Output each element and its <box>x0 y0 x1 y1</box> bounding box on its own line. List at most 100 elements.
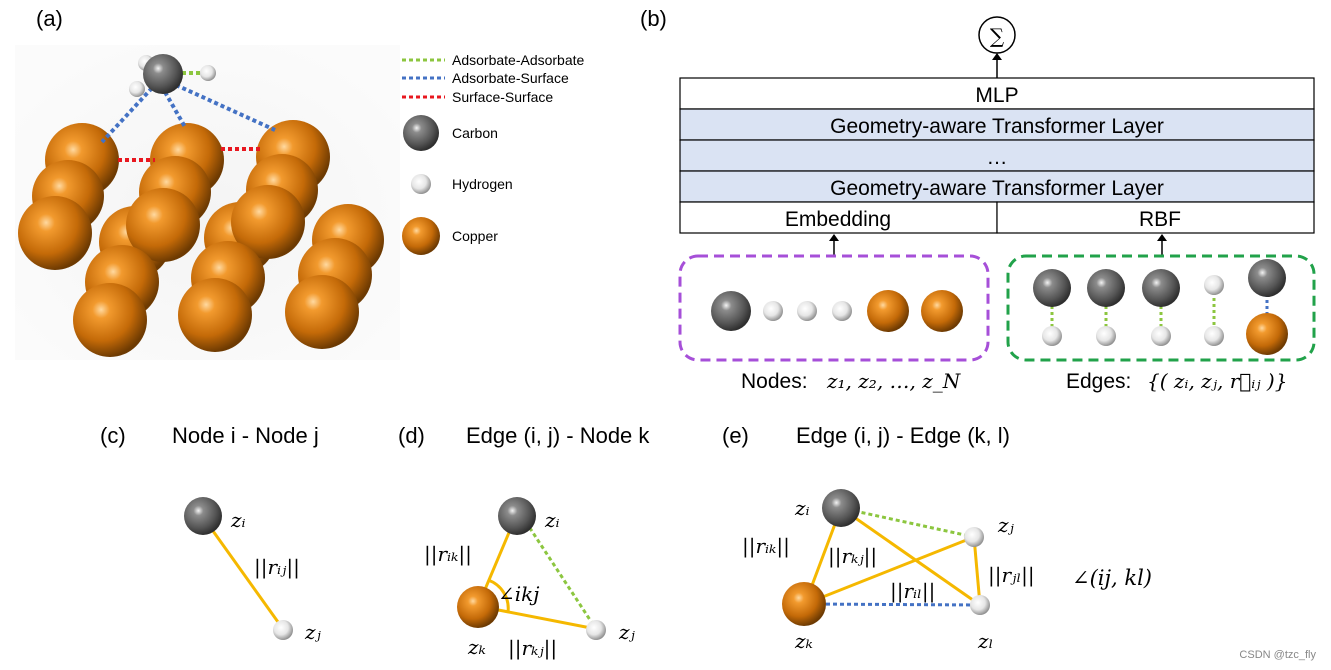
sum-symbol: ∑ <box>990 24 1005 48</box>
embedding-label: Embedding <box>785 208 891 231</box>
copper-atom <box>18 196 92 270</box>
adsorbate-surface-bond <box>100 86 154 144</box>
adsorbate <box>129 54 216 97</box>
label-rik: ||rᵢₖ|| <box>742 534 790 559</box>
bond-ij <box>201 516 285 630</box>
architecture: ∑ MLP Geometry-aware Transformer Layer …… <box>678 16 1316 393</box>
label-zi: zᵢ <box>230 508 246 532</box>
rbf-label: RBF <box>1139 208 1181 231</box>
edge-pair <box>1246 259 1288 355</box>
ellipsis-label: … <box>987 146 1008 169</box>
bond-ij-dotted <box>520 515 598 630</box>
slab-bonds <box>100 71 276 162</box>
copper-atom <box>231 185 305 259</box>
label-zj: zⱼ <box>997 513 1015 537</box>
label-rkj: ||rₖⱼ|| <box>508 636 557 661</box>
transformer-layer-bottom <box>679 170 1315 203</box>
label-zj: zⱼ <box>618 620 636 644</box>
edge-carbon <box>1142 269 1180 307</box>
panel-a-label: (a) <box>36 6 63 31</box>
nodes-label: Nodes: <box>741 370 808 393</box>
legend-copper-icon <box>402 217 440 255</box>
hydrogen-atom <box>200 65 216 81</box>
panel-d-title: Edge (i, j) - Node k <box>466 423 650 448</box>
edge-carbon <box>1248 259 1286 297</box>
hydrogen-atom <box>129 81 145 97</box>
mlp-label: MLP <box>975 84 1018 107</box>
carbon-atom <box>143 54 183 94</box>
edges-formula: {( zᵢ, zⱼ, r⃗ᵢⱼ )} <box>1147 369 1287 393</box>
label-angle-ijkl: ∠(ij, kl) <box>1072 566 1152 590</box>
mlp-layer <box>679 77 1315 110</box>
atom-j <box>586 620 606 640</box>
atom-l <box>970 595 990 615</box>
atom-j <box>964 527 984 547</box>
legend-hydrogen-icon <box>411 174 431 194</box>
arrow-head-rbf <box>1157 234 1167 241</box>
legend-label-adsorbate-adsorbate: Adsorbate-Adsorbate <box>452 52 585 68</box>
nodes-formula: z₁, z₂, …, z_N <box>826 369 962 393</box>
atom-i <box>184 497 222 535</box>
label-zi: zᵢ <box>544 508 560 532</box>
legend-label-surface-surface: Surface-Surface <box>452 89 553 105</box>
atom-i <box>498 497 536 535</box>
panel-e-title: Edge (i, j) - Edge (k, l) <box>796 423 1010 448</box>
label-zk: zₖ <box>794 629 813 653</box>
legend-label-adsorbate-surface: Adsorbate-Surface <box>452 70 569 86</box>
edge-pair <box>1204 275 1224 346</box>
arrow-head-embedding <box>829 234 839 241</box>
legend-carbon-icon <box>403 115 439 151</box>
edges-box <box>1006 254 1316 362</box>
edge-pair <box>1142 269 1180 346</box>
arrow-head-sum <box>992 53 1002 60</box>
edge-hydrogen <box>1204 275 1224 295</box>
panel-d-diagram: zᵢ zₖ zⱼ ||rᵢₖ|| ||rₖⱼ|| ∠ikj <box>424 497 636 661</box>
label-rik: ||rᵢₖ|| <box>424 542 472 567</box>
label-zk: zₖ <box>467 635 486 659</box>
label-rkj: ||rₖⱼ|| <box>828 544 877 569</box>
bond-il <box>840 506 981 607</box>
edges-label: Edges: <box>1066 370 1131 393</box>
nodes-box <box>678 254 990 362</box>
copper-atom <box>73 283 147 357</box>
copper-atom <box>285 275 359 349</box>
panel-b-label: (b) <box>640 6 667 31</box>
ellipsis-layer <box>679 139 1315 172</box>
node-hydrogen <box>763 301 783 321</box>
rbf-block <box>996 201 1315 234</box>
edge-carbon <box>1033 269 1071 307</box>
label-zi: zᵢ <box>794 496 810 520</box>
node-copper <box>867 290 909 332</box>
panel-c-diagram: zᵢ zⱼ ||rᵢⱼ|| <box>184 497 322 644</box>
legend-label-hydrogen: Hydrogen <box>452 176 513 192</box>
node-hydrogen <box>797 301 817 321</box>
panel-e-label: (e) <box>722 423 749 448</box>
edge-hydrogen <box>1096 326 1116 346</box>
edge-carbon <box>1087 269 1125 307</box>
atom-j <box>273 620 293 640</box>
legend: Adsorbate-Adsorbate Adsorbate-Surface Su… <box>402 52 585 255</box>
atom-k <box>457 586 499 628</box>
label-ril: ||rᵢₗ|| <box>890 579 935 604</box>
bond-jl <box>972 536 982 606</box>
label-rjl: ||rⱼₗ|| <box>988 563 1035 588</box>
node-copper <box>921 290 963 332</box>
bond-kl-dotted <box>804 602 981 607</box>
panel-c-title: Node i - Node j <box>172 423 319 448</box>
edge-copper <box>1246 313 1288 355</box>
bond-ij-dotted <box>840 506 975 539</box>
transformer-layer-bottom-label: Geometry-aware Transformer Layer <box>830 177 1164 200</box>
transformer-layer-top <box>679 108 1315 141</box>
copper-slab <box>18 120 384 357</box>
watermark: CSDN @tzc_fly <box>1239 649 1316 661</box>
edge-pair <box>1033 269 1071 346</box>
legend-label-carbon: Carbon <box>452 125 498 141</box>
panel-c-label: (c) <box>100 423 126 448</box>
atom-i <box>822 489 860 527</box>
node-hydrogen <box>832 301 852 321</box>
edge-hydrogen <box>1042 326 1062 346</box>
edge-hydrogen <box>1151 326 1171 346</box>
copper-atom <box>126 188 200 262</box>
label-rij: ||rᵢⱼ|| <box>254 555 300 580</box>
